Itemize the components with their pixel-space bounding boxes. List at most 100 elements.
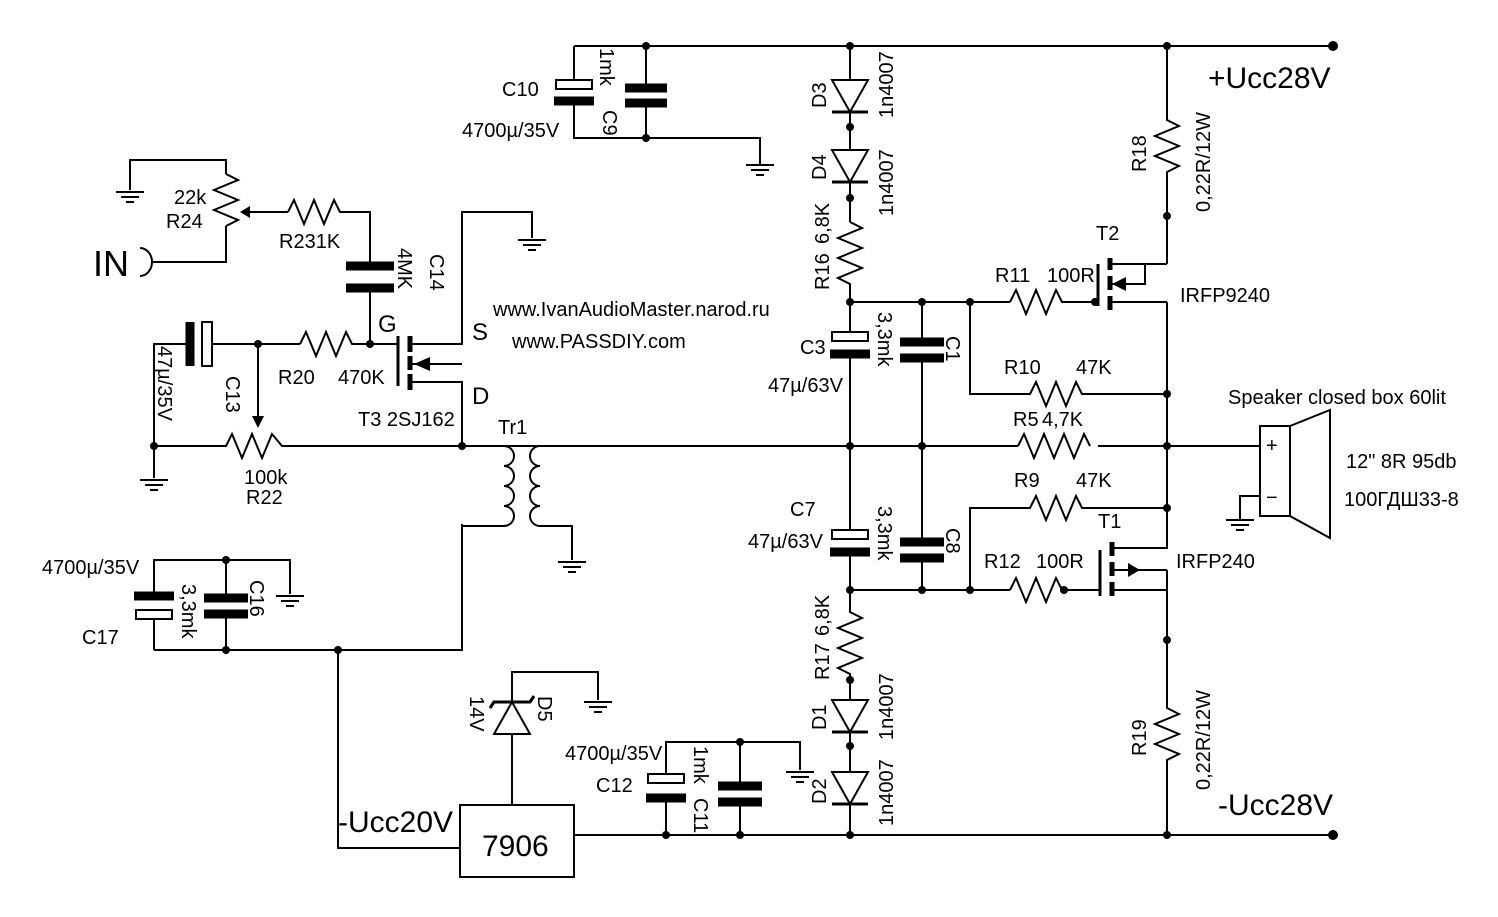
c13-label: C13 <box>221 376 243 413</box>
speaker-spec2: 100ГДШ33-8 <box>1344 489 1459 511</box>
c1-value: 3,3mk <box>873 312 895 367</box>
r12-value: 100R <box>1036 551 1084 573</box>
speaker-minus: − <box>1266 487 1278 509</box>
c8-value: 3,3mk <box>873 506 895 561</box>
c11-value: 1mk <box>689 746 711 785</box>
d5-zener <box>488 671 613 805</box>
transformer-label: Tr1 <box>498 417 527 439</box>
d5-label: D5 <box>533 696 555 722</box>
r22-value: 100k <box>244 467 288 489</box>
d1-value: 1n4007 <box>876 673 898 740</box>
c7-value: 47µ/63V <box>748 531 824 553</box>
r23-resistor <box>287 197 371 262</box>
c9-capacitor <box>625 42 667 142</box>
t2-label: T2 <box>1096 223 1119 245</box>
r5-label: R5 <box>1013 409 1039 431</box>
r17-value: 6,8K <box>812 594 834 636</box>
c17-capacitor <box>134 559 305 650</box>
c7-label: C7 <box>790 499 816 521</box>
jfet-s: S <box>472 319 488 346</box>
r12-label: R12 <box>984 551 1021 573</box>
t1-label: T1 <box>1098 511 1121 533</box>
c16-label: C16 <box>245 580 267 617</box>
r18-label: R18 <box>1129 135 1151 172</box>
r18-resistor <box>1152 46 1182 264</box>
r10-resistor <box>969 302 1171 409</box>
r9-label: R9 <box>1014 470 1040 492</box>
d3-label: D3 <box>809 82 831 108</box>
d1-label: D1 <box>809 704 831 730</box>
c17-label: C17 <box>82 627 119 649</box>
d5-value: 14V <box>465 696 487 732</box>
regulator-label: 7906 <box>482 830 549 863</box>
r19-value: 0,22R/12W <box>1193 690 1215 790</box>
r20-value: 470K <box>338 367 385 389</box>
speaker-plus: + <box>1266 435 1278 457</box>
aux-supply-label: -Ucc20V <box>338 806 453 839</box>
r12-resistor <box>1009 575 1100 605</box>
t1-part: IRFP240 <box>1176 551 1255 573</box>
c14-label: C14 <box>425 254 447 291</box>
c17-value: 4700µ/35V <box>42 557 140 579</box>
transformer-tr1 <box>458 442 587 573</box>
r22-label: R22 <box>246 487 283 509</box>
c8-capacitor <box>900 446 944 590</box>
r17-resistor <box>835 590 865 700</box>
r19-resistor <box>1152 570 1182 839</box>
r16-value: 6,8K <box>812 202 834 244</box>
r5-value: 4,7K <box>1042 409 1084 431</box>
d1-diode <box>830 699 870 772</box>
negative-supply-label: -Ucc28V <box>1218 789 1333 822</box>
c3-capacitor <box>830 302 870 446</box>
d2-label: D2 <box>809 778 831 804</box>
jfet-g: G <box>378 311 397 338</box>
c8-label: C8 <box>941 528 963 554</box>
r23-label: R231K <box>279 231 341 253</box>
c12-label: C12 <box>596 775 633 797</box>
c3-value: 47µ/63V <box>768 375 844 397</box>
c9-label: C9 <box>598 110 620 136</box>
r16-resistor <box>835 221 865 302</box>
c10-value: 4700µ/35V <box>462 120 560 142</box>
jfet-label: T3 2SJ162 <box>358 409 455 431</box>
t3-jfet <box>370 211 547 446</box>
regulator-7906 <box>459 804 575 878</box>
c16-value: 3,3mk <box>177 584 199 639</box>
url-passdiy[interactable]: www.PASSDIY.com <box>511 331 686 353</box>
r19-label: R19 <box>1129 719 1151 756</box>
c16-capacitor <box>204 556 248 650</box>
r11-label: R11 <box>995 265 1030 287</box>
r11-resistor <box>1009 287 1099 317</box>
r16-label: R16 <box>812 253 834 290</box>
r24-value: 22k <box>174 187 207 209</box>
speaker-spec1: 12" 8R 95db <box>1346 451 1457 473</box>
r22-potentiometer <box>154 344 462 461</box>
jfet-d: D <box>472 383 489 410</box>
d2-diode <box>830 771 870 839</box>
c12-value: 4700µ/35V <box>565 743 663 765</box>
d4-diode <box>830 149 870 222</box>
c1-capacitor <box>900 302 944 446</box>
t1-mosfet <box>1098 510 1168 596</box>
positive-rail <box>574 41 1338 51</box>
c12-capacitor <box>646 741 815 839</box>
input-connector <box>139 226 227 277</box>
r17-label: R17 <box>812 643 834 680</box>
c10-capacitor <box>554 46 775 176</box>
speaker-title: Speaker closed box 60lit <box>1228 387 1446 409</box>
r10-label: R10 <box>1004 357 1041 379</box>
c9-value: 1mk <box>595 48 617 87</box>
r24-potentiometer <box>115 159 288 227</box>
r10-value: 47K <box>1076 357 1112 379</box>
c13-value: 47µ/35V <box>153 346 175 422</box>
c1-label: C1 <box>941 336 963 362</box>
url-ivanaudiomaster[interactable]: www.IvanAudioMaster.narod.ru <box>492 299 770 321</box>
d4-value: 1n4007 <box>876 149 898 216</box>
r9-value: 47K <box>1076 470 1112 492</box>
c10-label: C10 <box>502 79 539 101</box>
d4-label: D4 <box>809 154 831 180</box>
d3-value: 1n4007 <box>876 51 898 118</box>
input-label: IN <box>93 243 129 284</box>
r11-value: 100R <box>1047 265 1095 287</box>
